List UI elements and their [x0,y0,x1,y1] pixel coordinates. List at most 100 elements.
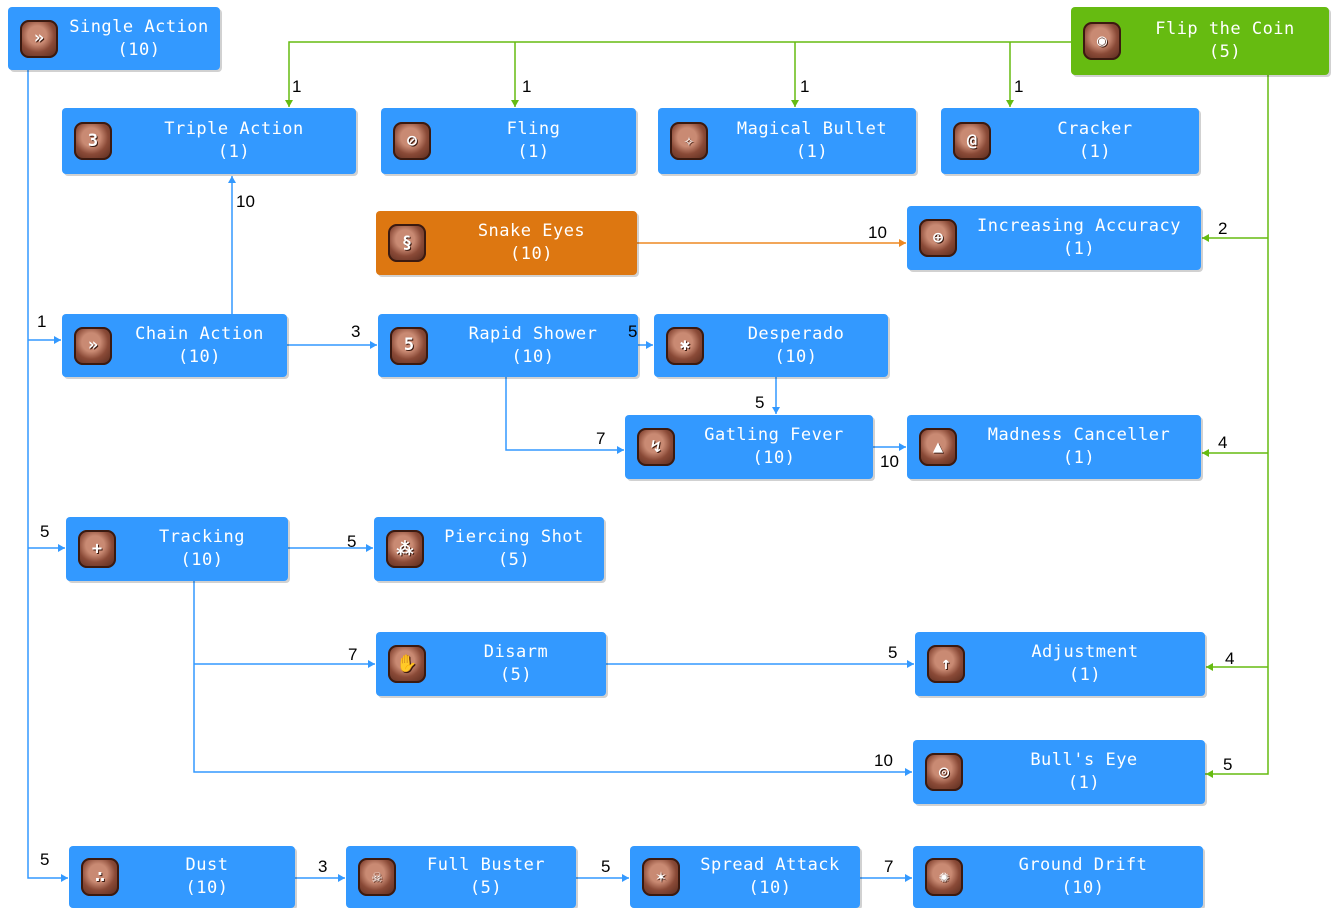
arrow-head [899,443,906,451]
requirement-level-label: 2 [1218,219,1228,238]
requirement-level-label: 3 [318,857,328,876]
skull-icon: ☠ [358,858,396,896]
skill-node-desperado[interactable]: ✱ Desperado(10) [654,314,888,377]
bullseye-icon: ◎ [925,753,963,791]
skill-name: Adjustment [1031,642,1139,662]
requirement-level-label: 7 [884,857,894,876]
requirement-level-label: 3 [351,322,361,341]
skill-node-ground-drift[interactable]: ✺Ground Drift(10) [913,846,1203,908]
skill-name: Tracking [159,527,245,547]
arrow-head [772,407,780,414]
skill-node-magical-bullet[interactable]: ✧ Magical Bullet (1) [658,108,916,174]
connector-blue [193,581,912,773]
skill-node-single-action[interactable]: »Single Action(10) [8,7,220,70]
skill-node-cracker[interactable]: @Cracker(1) [941,108,1199,174]
arrow-head [646,341,653,349]
skill-node-adjustment[interactable]: ↑Adjustment(1) [915,632,1205,696]
crosshair-icon: + [78,530,116,568]
scatter-icon: ✱ [666,326,704,365]
skill-node-piercing-shot[interactable]: ⁂Piercing Shot(5) [374,517,604,581]
coin-throw-icon: ⊘ [393,122,431,160]
requirement-level-label: 10 [868,223,887,242]
skill-name: Madness Canceller [987,425,1171,445]
skill-name: Desperado [747,323,845,344]
con-icon: ↑ [927,645,965,683]
skill-level: (10) [117,39,161,60]
magic-target-icon: ✧ [670,122,708,160]
five-target-icon: 5 [390,326,428,365]
explosion-icon: ✺ [925,858,963,896]
skill-name: Spread Attack [700,855,840,875]
requirement-level-label: 5 [1223,755,1233,774]
skill-node-bulls-eye[interactable]: ◎Bull's Eye(1) [913,740,1205,804]
skill-name: Flip the Coin [1155,19,1295,39]
skill-node-madness-canceller[interactable]: ▲Madness Canceller(1) [907,415,1201,479]
skill-node-fling[interactable]: ⊘Fling(1) [381,108,636,174]
skill-node-tracking[interactable]: + Tracking (10) [66,517,288,581]
skill-name: Gatling Fever [704,425,844,445]
arrow-head [1206,770,1213,778]
arrow-head [338,874,345,882]
spread-icon: ✶ [642,858,680,896]
shield-arrows-icon: ▲ [919,428,957,466]
connector-green-right [1205,75,1269,775]
skill-name: Ground Drift [1018,855,1148,875]
arrow-head [58,544,65,552]
skill-node-disarm[interactable]: ✋Disarm(5) [376,632,606,696]
skill-node-gatling-fever[interactable]: ↯Gatling Fever(10) [625,415,873,479]
arrow-head [54,336,61,344]
arrow-head [228,176,236,183]
requirement-level-label: 5 [888,643,898,662]
requirement-level-label: 1 [522,77,532,96]
skill-level: (10) [774,346,818,367]
requirement-level-label: 5 [347,532,357,551]
skill-name: Piercing Shot [444,527,584,547]
skill-node-increasing-accuracy[interactable]: ⊕Increasing Accuracy(1) [907,206,1201,270]
arrow-head [617,446,624,454]
arrow-head [905,874,912,882]
skill-level: (5) [497,550,531,570]
skill-level: (1) [1062,239,1096,259]
arrow-head [622,874,629,882]
requirement-level-label: 10 [236,192,255,211]
arrow-head [1206,663,1213,671]
requirement-level-label: 10 [880,452,899,471]
skill-name: Rapid Shower [468,323,598,344]
skill-name: Snake Eyes [477,221,586,241]
skill-level: (10) [178,346,221,367]
arrow-head [368,660,375,668]
requirement-level-label: 1 [292,77,302,96]
skill-node-full-buster[interactable]: ☠Full Buster(5) [346,846,576,908]
skill-node-spread-attack[interactable]: ✶Spread Attack(10) [630,846,860,908]
skill-level: (10) [752,448,796,468]
skill-level: (10) [180,550,224,570]
skill-level: (1) [217,142,251,162]
skill-level: (1) [795,142,829,162]
skill-name: Cracker [1057,119,1133,139]
skill-node-dust[interactable]: ∴Dust(10) [69,846,295,908]
skill-node-snake-eyes[interactable]: §Snake Eyes(10) [376,211,637,275]
skill-level: (5) [499,665,533,685]
skill-node-chain-action[interactable]: »Chain Action(10) [62,314,287,377]
requirement-level-label: 5 [40,522,50,541]
skill-level: (5) [1208,42,1242,62]
requirement-level-label: 1 [37,312,47,331]
chevron-icon: » [20,19,58,58]
requirement-level-label: 5 [755,393,765,412]
requirement-level-label: 10 [874,751,893,770]
arrow-head [905,768,912,776]
hand-icon: ✋ [388,645,426,683]
arrow-head [1202,234,1209,242]
swirl-icon: @ [953,122,991,160]
skill-name: Magical Bullet [736,119,888,139]
requirement-level-label: 5 [628,322,638,341]
skill-name: Dust [185,855,229,875]
double-chevron-icon: » [74,326,112,365]
requirement-level-label: 5 [40,850,50,869]
skill-name: Full Buster [426,855,546,875]
arrow-head [366,544,373,552]
skill-node-flip-the-coin[interactable]: ◉Flip the Coin(5) [1071,7,1329,75]
